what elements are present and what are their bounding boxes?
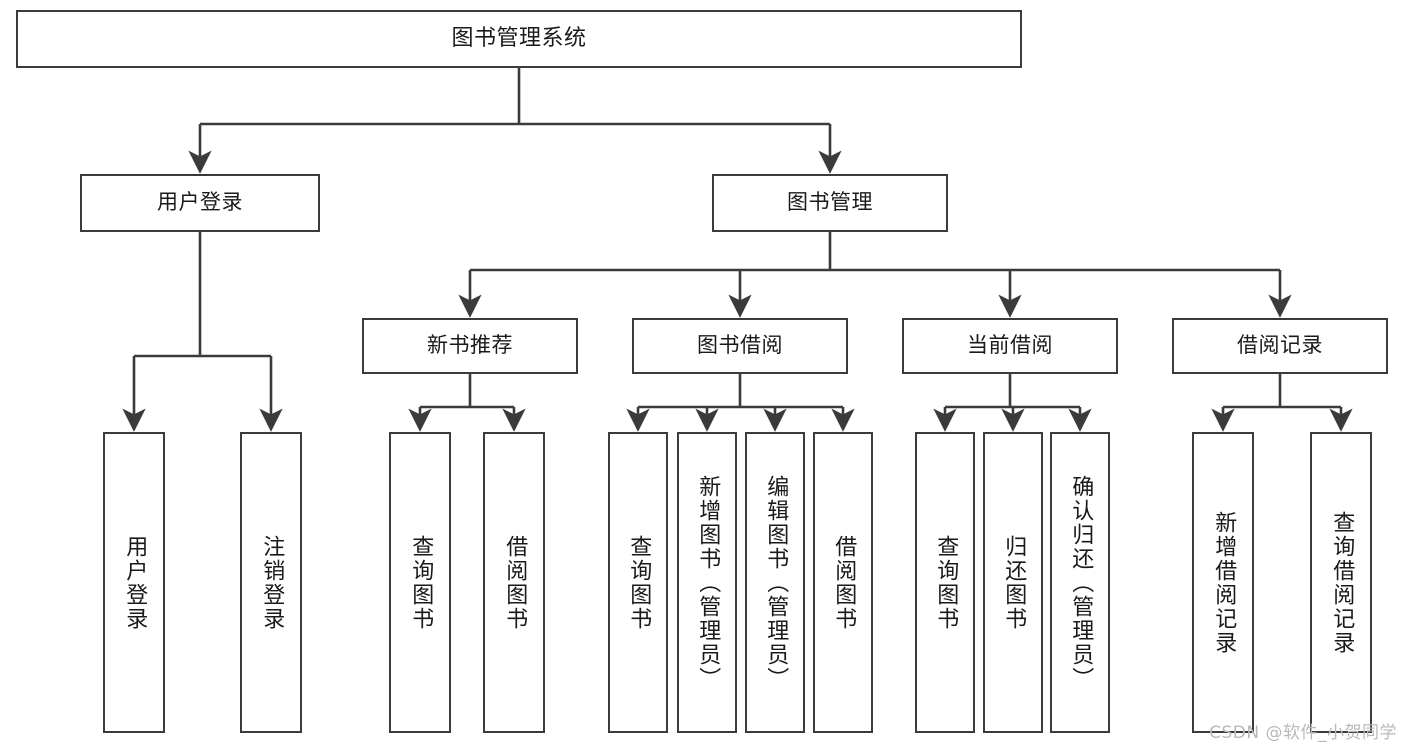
node-book-borrow-label: 图书借阅 (697, 333, 783, 358)
node-borrow-record[interactable]: 借阅记录 (1172, 318, 1388, 374)
node-leaf-query-book-3-label: 查询图书 (933, 534, 959, 631)
node-leaf-query-book-1-label: 查询图书 (408, 534, 434, 631)
node-leaf-return-book-label: 归还图书 (1001, 534, 1027, 631)
node-leaf-user-logout-label: 注销登录 (259, 534, 285, 631)
node-leaf-user-login[interactable]: 用户登录 (103, 432, 165, 733)
node-leaf-edit-book[interactable]: 编辑图书（管理员） (745, 432, 805, 733)
node-leaf-borrow-book-1-label: 借阅图书 (502, 534, 528, 631)
node-leaf-return-book[interactable]: 归还图书 (983, 432, 1043, 733)
node-leaf-add-book[interactable]: 新增图书（管理员） (677, 432, 737, 733)
node-leaf-query-book-2-label: 查询图书 (626, 534, 652, 631)
node-book-manage[interactable]: 图书管理 (712, 174, 948, 232)
node-leaf-confirm-return-label: 确认归还（管理员） (1068, 474, 1094, 691)
node-user-login-label: 用户登录 (157, 190, 243, 215)
node-book-manage-label: 图书管理 (787, 190, 873, 215)
node-leaf-query-book-2[interactable]: 查询图书 (608, 432, 668, 733)
node-root-label: 图书管理系统 (451, 25, 587, 51)
node-leaf-query-record-label: 查询借阅记录 (1329, 510, 1355, 655)
node-current-borrow-label: 当前借阅 (967, 333, 1053, 358)
node-new-book-recommend[interactable]: 新书推荐 (362, 318, 578, 374)
node-leaf-query-record[interactable]: 查询借阅记录 (1310, 432, 1372, 733)
node-leaf-query-book-1[interactable]: 查询图书 (389, 432, 451, 733)
node-leaf-borrow-book-2-label: 借阅图书 (831, 534, 857, 631)
node-leaf-user-login-label: 用户登录 (122, 534, 148, 631)
node-leaf-confirm-return[interactable]: 确认归还（管理员） (1050, 432, 1110, 733)
node-leaf-edit-book-label: 编辑图书（管理员） (763, 474, 789, 691)
node-leaf-user-logout[interactable]: 注销登录 (240, 432, 302, 733)
node-root[interactable]: 图书管理系统 (16, 10, 1022, 68)
node-leaf-add-book-label: 新增图书（管理员） (695, 474, 721, 691)
node-user-login[interactable]: 用户登录 (80, 174, 320, 232)
node-leaf-borrow-book-1[interactable]: 借阅图书 (483, 432, 545, 733)
node-leaf-query-book-3[interactable]: 查询图书 (915, 432, 975, 733)
node-borrow-record-label: 借阅记录 (1237, 333, 1323, 358)
node-book-borrow[interactable]: 图书借阅 (632, 318, 848, 374)
node-leaf-add-record[interactable]: 新增借阅记录 (1192, 432, 1254, 733)
node-new-book-recommend-label: 新书推荐 (427, 333, 513, 358)
node-current-borrow[interactable]: 当前借阅 (902, 318, 1118, 374)
node-leaf-borrow-book-2[interactable]: 借阅图书 (813, 432, 873, 733)
node-leaf-add-record-label: 新增借阅记录 (1211, 510, 1237, 655)
